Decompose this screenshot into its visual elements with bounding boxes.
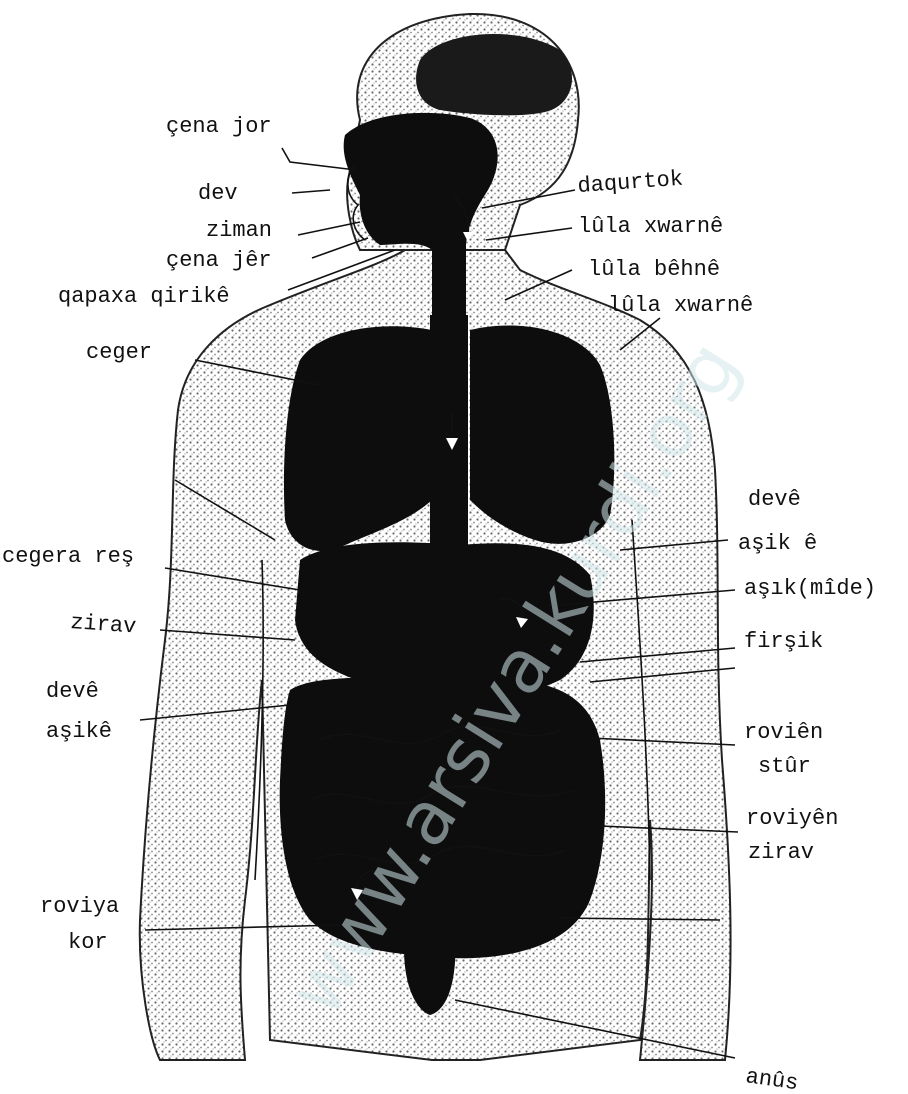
label-ziman: ziman bbox=[206, 218, 272, 243]
label-lula-behne: lûla bêhnê bbox=[588, 257, 720, 282]
label-deve-asik-e-2: aşik ê bbox=[738, 531, 817, 556]
label-cegera-res: cegera reş bbox=[2, 544, 134, 569]
label-daqurtok: daqurtok bbox=[577, 167, 684, 199]
brain bbox=[416, 34, 572, 115]
label-deve-asik-e-1: devê bbox=[748, 487, 801, 512]
label-roviyen-zirav-2: zirav bbox=[748, 840, 814, 865]
label-firsik: firşik bbox=[744, 629, 823, 654]
label-zirav-left: zirav bbox=[70, 610, 138, 640]
label-asik-mide: aşık(mîde) bbox=[744, 576, 876, 601]
label-rovien-stur-1: roviên bbox=[744, 720, 823, 745]
label-lula-xwarne-2: lûla xwarnê bbox=[608, 293, 753, 318]
label-anus: anûs bbox=[744, 1064, 800, 1094]
label-roviya-kor-2: kor bbox=[68, 930, 108, 955]
label-roviya-kor-1: roviya bbox=[40, 894, 119, 919]
label-deve-asike-2: aşikê bbox=[46, 719, 112, 744]
label-qapaxa-qirike: qapaxa qirikê bbox=[58, 284, 230, 309]
label-dev: dev bbox=[198, 181, 238, 206]
label-cena-jer: çena jêr bbox=[166, 248, 272, 273]
label-rovien-stur-2: stûr bbox=[758, 754, 811, 779]
label-deve-asike-1: devê bbox=[46, 679, 99, 704]
label-roviyen-zirav-1: roviyên bbox=[746, 806, 838, 831]
label-cena-jor: çena jor bbox=[166, 114, 272, 139]
label-ceger: ceger bbox=[86, 340, 152, 365]
label-lula-xwarne-1: lûla xwarnê bbox=[578, 214, 723, 239]
